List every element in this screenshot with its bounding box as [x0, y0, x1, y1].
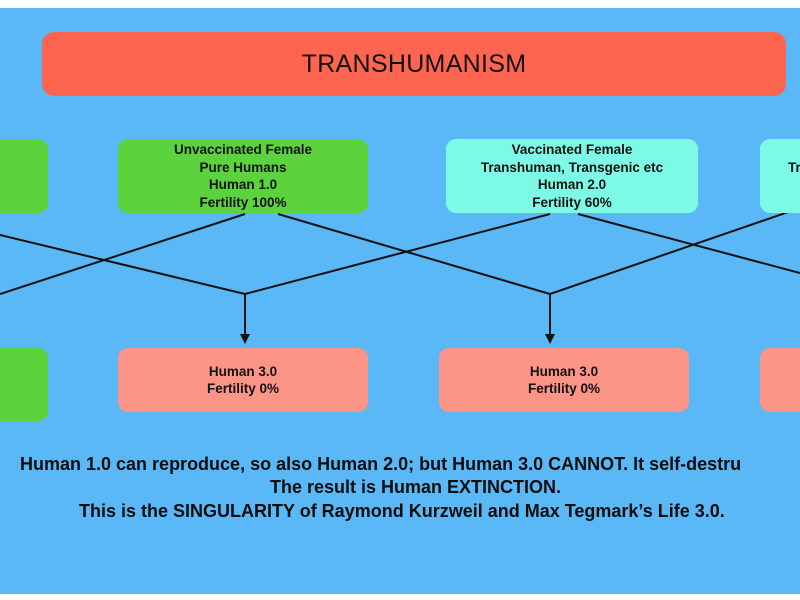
caption-line-3: This is the SINGULARITY of Raymond Kurzw… — [79, 501, 725, 521]
cross-line — [577, 213, 800, 274]
box-line: Human 3.0 — [529, 363, 599, 379]
box-line: Tr — [788, 160, 800, 175]
diagram-canvas: TRANSHUMANISM Unvaccinated Female Pure H… — [0, 8, 800, 594]
cross-line — [0, 234, 246, 295]
box-line: Fertility 0% — [206, 381, 280, 396]
cross-line — [244, 213, 551, 295]
partial-cyan-box-right: Tr — [760, 139, 800, 213]
title-banner: TRANSHUMANISM — [42, 32, 786, 96]
human-3-box-left: Human 3.0 Fertility 0% — [118, 348, 368, 412]
caption-line-1: Human 1.0 can reproduce, so also Human 2… — [20, 454, 742, 474]
box-line: Fertility 60% — [532, 194, 612, 210]
vaccinated-female-box: Vaccinated Female Transhuman, Transgenic… — [446, 139, 698, 213]
partial-pink-box-right — [760, 348, 800, 412]
partial-green-box-left-bottom — [0, 348, 48, 421]
box-line: Unvaccinated Female — [173, 142, 313, 157]
box-line: Human 2.0 — [537, 177, 607, 192]
box-line: Human 3.0 — [208, 363, 278, 379]
box-line: Pure Humans — [199, 159, 287, 175]
cross-line — [549, 207, 800, 295]
box-line: Human 1.0 — [208, 177, 278, 192]
human-3-box-right: Human 3.0 Fertility 0% — [439, 348, 689, 412]
connector-lines — [0, 207, 800, 344]
partial-green-box-left — [0, 139, 48, 213]
box-line: Fertility 0% — [527, 381, 601, 396]
unvaccinated-female-box: Unvaccinated Female Pure Humans Human 1.… — [118, 139, 368, 213]
box-line: Transhuman, Transgenic etc — [480, 159, 664, 175]
box-line: Vaccinated Female — [511, 142, 633, 157]
caption-line-2: The result is Human EXTINCTION. — [270, 477, 562, 497]
cross-line — [0, 213, 246, 295]
cross-line — [277, 213, 551, 295]
title-text: TRANSHUMANISM — [301, 49, 527, 78]
box-line: Fertility 100% — [199, 194, 287, 210]
